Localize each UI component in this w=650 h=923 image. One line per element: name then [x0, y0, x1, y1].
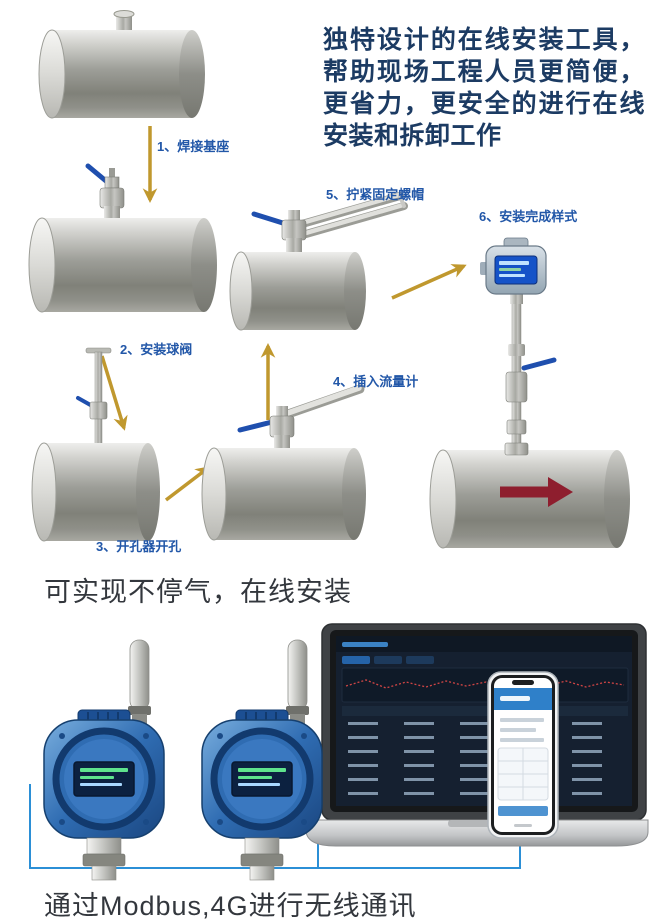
communication-caption: 通过Modbus,4G进行无线通讯: [44, 891, 417, 921]
phone-home-indicator: [514, 824, 532, 827]
step5-label: 5、拧紧固定螺帽: [326, 187, 425, 202]
step5-pipe-illustration: [229, 192, 408, 331]
gas-detector-left: [44, 640, 164, 880]
gas-detector-right: [202, 640, 322, 880]
flow-meter-head: [480, 237, 547, 304]
arrow-step2: [100, 355, 128, 431]
step6-label: 6、安装完成样式: [479, 209, 578, 224]
laptop-dashboard-screen: [336, 636, 632, 806]
step3-label: 3、开孔器开孔: [96, 539, 182, 554]
step1-label: 1、焊接基座: [157, 139, 230, 154]
step3-pipe-illustration: [31, 347, 160, 542]
process-arrows: [100, 126, 467, 502]
intro-paragraph: 独特设计的在线安装工具， 帮助现场工程人员更简便， 更省力，更安全的进行在线安装…: [323, 26, 645, 150]
laptop-base: [305, 819, 649, 847]
step6-finished-illustration: [429, 237, 630, 549]
phone-notch: [512, 680, 534, 685]
step1-pipe-illustration: [38, 10, 205, 119]
step2-label: 2、安装球阀: [120, 342, 193, 357]
dashboard-trend-line: [345, 679, 625, 689]
step2-pipe-illustration: [28, 163, 217, 313]
step4-pipe-illustration: [201, 384, 366, 541]
online-install-caption: 可实现不停气，在线安装: [44, 577, 352, 607]
step4-label: 4、插入流量计: [333, 374, 419, 389]
arrow-step3: [164, 466, 211, 502]
phone-app-screen: [494, 688, 552, 827]
laptop: [305, 623, 649, 847]
smartphone: [487, 671, 559, 839]
arrow-step5: [391, 264, 467, 300]
installation-diagram: [28, 10, 630, 549]
communication-devices: [29, 623, 649, 884]
flow-direction-arrow: [500, 477, 573, 507]
